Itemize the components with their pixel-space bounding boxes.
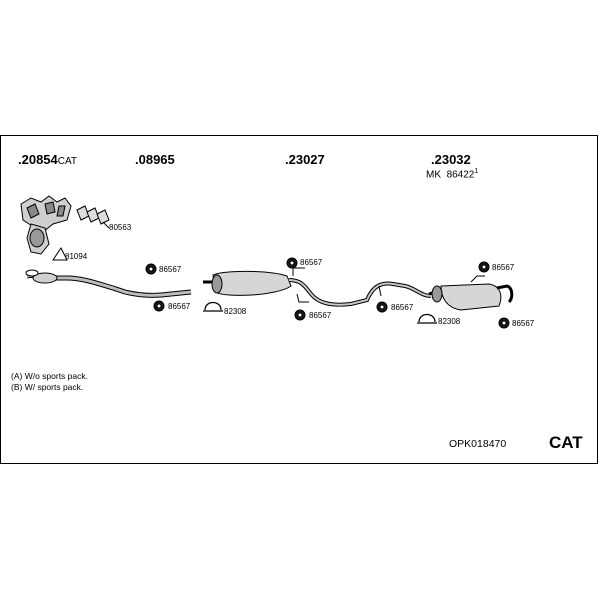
part-label-81094: 81094 [65, 252, 88, 261]
group-number-23032: .23032 [431, 152, 471, 167]
rubber-mount-icon [498, 317, 510, 329]
rubber-mount-icon [145, 263, 157, 275]
clamps-82308-drawing [203, 301, 437, 324]
part-label-86567: 86567 [168, 302, 191, 311]
mk-number: 86422 [446, 169, 475, 181]
gasket-80563-drawing [76, 205, 110, 229]
part-label-86567: 86567 [300, 258, 323, 267]
mk-reference: MK 864221 [426, 168, 478, 180]
part-label-86567: 86567 [512, 319, 535, 328]
front-pipe-drawing [25, 269, 192, 298]
gasket-81094-drawing [52, 247, 68, 261]
group-number-08965: .08965 [135, 152, 175, 167]
mk-prefix: MK [426, 169, 441, 181]
middle-silencer-drawing [203, 267, 432, 307]
part-label-80563: 80563 [109, 223, 132, 232]
clamp-icon [203, 301, 223, 312]
clamp-icon [417, 313, 437, 324]
cat-suffix: CAT [57, 156, 78, 167]
group-number-23027: .23027 [285, 152, 325, 167]
group-number-20854: .20854CAT [18, 153, 77, 167]
cat-badge: CAT [549, 433, 583, 452]
diagram-frame: .20854CAT .08965 .23027 .23032 MK 864221… [0, 135, 598, 464]
mk-footnote-mark: 1 [474, 168, 479, 175]
exhaust-system-drawing [20, 195, 514, 329]
legend-notes: (A) W/o sports pack. (B) W/ sports pack. [11, 371, 88, 394]
part-label-82308: 82308 [438, 317, 461, 326]
part-label-86567: 86567 [391, 303, 414, 312]
rubber-mount-icon [286, 257, 298, 269]
rubber-mount-icon [153, 300, 165, 312]
rubber-mount-icon [376, 301, 388, 313]
manifold-catalyst-drawing [20, 195, 72, 255]
note-without-sports-pack: (A) W/o sports pack. [11, 371, 88, 381]
part-label-86567: 86567 [492, 263, 515, 272]
note-with-sports-pack: (B) W/ sports pack. [11, 382, 84, 393]
part-label-86567: 86567 [309, 311, 332, 320]
part-label-82308: 82308 [224, 307, 247, 316]
part-label-86567: 86567 [159, 265, 182, 274]
rubber-mount-icon [294, 309, 306, 321]
rear-silencer-drawing [428, 275, 514, 311]
rubber-mounts-86567-drawing [145, 257, 510, 329]
rubber-mount-icon [478, 261, 490, 273]
part-number-20854: .20854 [18, 152, 58, 167]
kit-code: OPK018470 [449, 438, 507, 450]
